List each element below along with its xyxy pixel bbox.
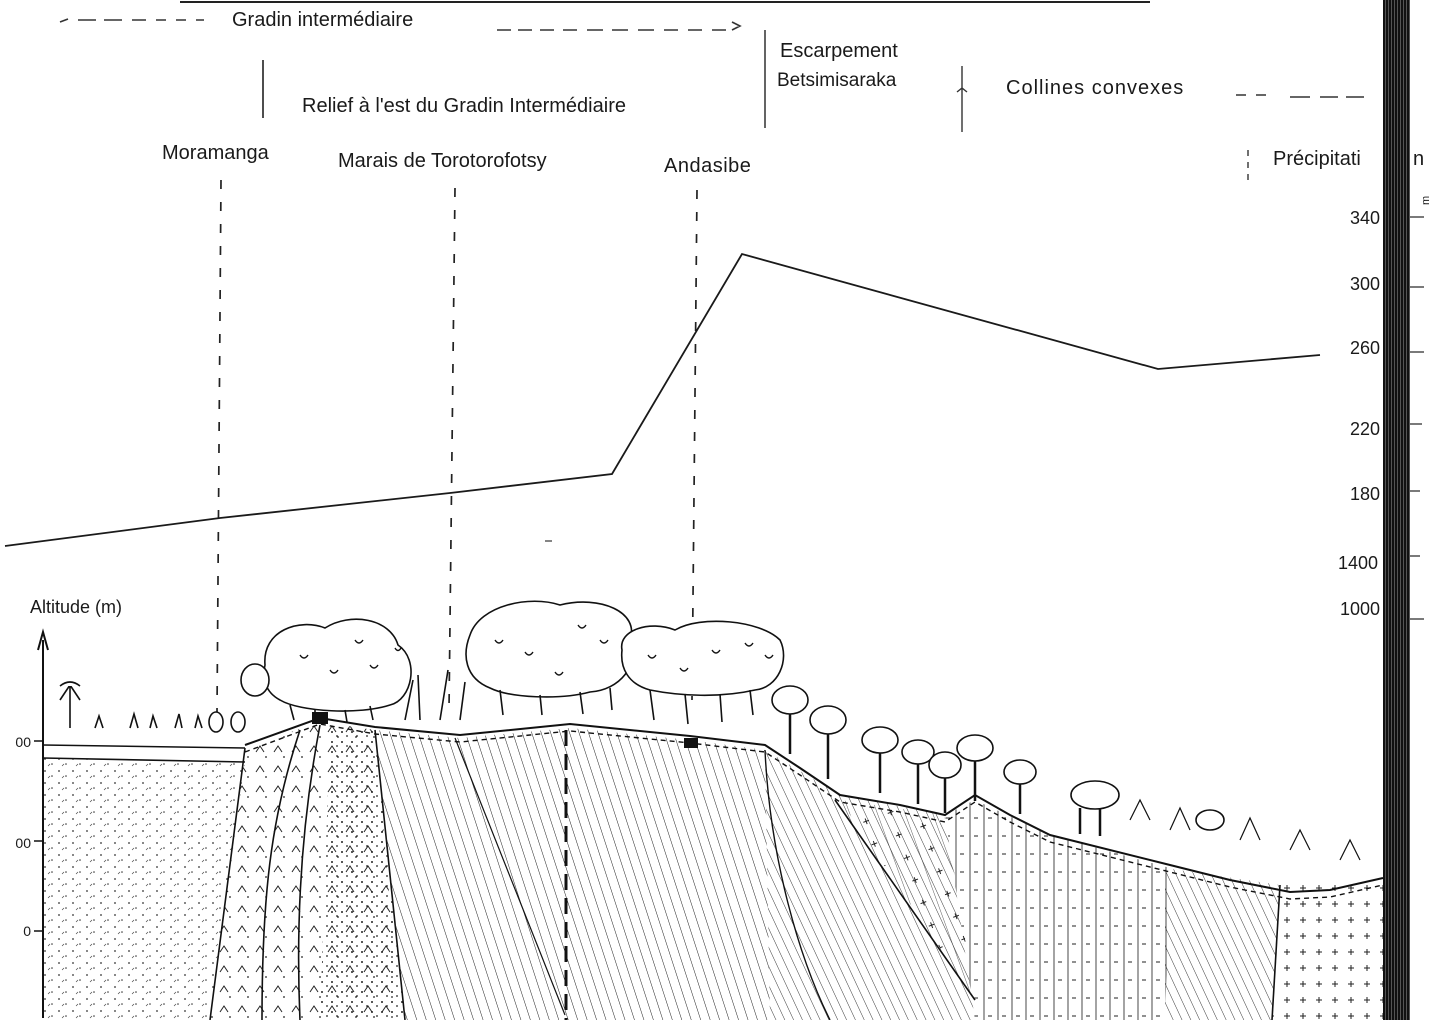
moramanga-guide-line <box>217 180 221 712</box>
marsh-ferns <box>405 670 465 720</box>
escarp-tree-2 <box>810 706 846 734</box>
side-unit-mark: m <box>1420 196 1432 205</box>
collines-divider <box>957 66 967 132</box>
right-tick-label-220: 220 <box>1350 419 1380 439</box>
outcrop-block-2 <box>684 738 698 748</box>
geological-section <box>43 712 1383 1020</box>
collines-tree-1 <box>1071 781 1119 809</box>
collines-tick-block <box>945 800 1170 1020</box>
right-tick-label-1400: 1400 <box>1338 553 1378 573</box>
marais-guide-line <box>449 188 455 710</box>
right-axis: 340 300 260 220 180 1400 1000 m <box>1338 196 1432 619</box>
escarp-tree-1 <box>772 686 808 714</box>
left-tick-label-3: 0 <box>23 923 31 939</box>
moramanga-label: Moramanga <box>162 142 270 164</box>
altitude-axis-label: Altitude (m) <box>30 597 122 617</box>
escarp-tree-6 <box>957 735 993 761</box>
hatched-schist-block <box>375 728 770 1020</box>
gradin-intermediaire-label: Gradin intermédiaire <box>232 9 413 31</box>
collines-convexes-label: Collines convexes <box>1006 77 1184 99</box>
left-tick-label-2: 00 <box>15 835 31 851</box>
andasibe-label: Andasibe <box>664 155 751 177</box>
escarp-tree-3 <box>862 727 898 753</box>
right-tick-label-340: 340 <box>1350 208 1380 228</box>
collines-tree-2 <box>1196 810 1224 830</box>
tree-small-1 <box>241 664 269 696</box>
precipitation-label: Précipitati <box>1273 148 1361 170</box>
escarp-tree-7 <box>1004 760 1036 784</box>
precipitation-label-end: n <box>1413 148 1424 170</box>
forest-canopy-3 <box>622 621 784 695</box>
relief-est-label: Relief à l'est du Gradin Intermédiaire <box>302 95 626 117</box>
collines-shrubs <box>1130 800 1360 860</box>
right-tick-label-1000: 1000 <box>1340 599 1380 619</box>
betsimisaraka-label: Betsimisaraka <box>777 70 897 91</box>
collines-plus-block <box>1272 880 1383 1020</box>
collines-hatched-block <box>1165 868 1280 1020</box>
left-tick-label-1: 00 <box>15 734 31 750</box>
palm-crown <box>60 682 80 686</box>
gradin-dash-left <box>60 19 204 22</box>
shrub-2 <box>231 712 245 732</box>
right-tick-label-260: 260 <box>1350 338 1380 358</box>
gradin-dash-right-arrow <box>497 22 740 30</box>
right-tick-label-180: 180 <box>1350 484 1380 504</box>
marais-torotorofotsy-label: Marais de Torotorofotsy <box>338 150 547 172</box>
collines-dash <box>1236 95 1364 97</box>
escarp-tree-5 <box>929 752 961 778</box>
forest-canopy-1 <box>264 619 411 711</box>
forest-canopy-2 <box>466 601 633 697</box>
escarpement-label: Escarpement <box>780 40 898 62</box>
precipitation-curve <box>5 254 1320 546</box>
grass-tufts <box>95 714 202 728</box>
shrub-1 <box>209 712 223 732</box>
right-tick-label-300: 300 <box>1350 274 1380 294</box>
palm-tree <box>60 685 80 728</box>
